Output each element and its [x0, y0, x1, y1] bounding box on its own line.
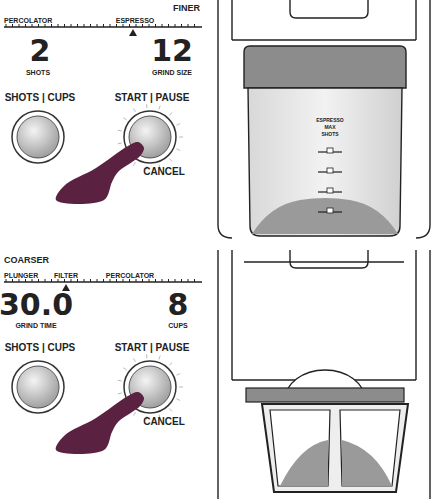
button-sublabel: CANCEL	[114, 417, 214, 427]
lcd-label: SHOTS	[321, 132, 338, 137]
lcd-label: PERCOLATOR	[4, 17, 52, 24]
lcd-digits: 12	[151, 36, 193, 66]
lcd-label: FILTER	[54, 272, 78, 279]
lcd-label: FINER	[173, 4, 200, 13]
finger	[56, 142, 144, 204]
lcd-label: PLUNGER	[4, 272, 38, 279]
grinder-body	[218, 250, 430, 499]
button: SHOTS | CUPS	[0, 93, 80, 173]
lcd-label: PERCOLATOR	[106, 272, 154, 279]
button-circle	[0, 343, 76, 423]
lcd-digits: 2	[30, 36, 51, 66]
grinds-container	[244, 46, 406, 236]
lcd-label: MAX	[324, 125, 335, 130]
lcd-label: SHOTS	[26, 69, 50, 76]
button-label: SHOTS | CUPS	[0, 93, 80, 103]
button-sublabel: CANCEL	[114, 167, 214, 177]
button: SHOTS | CUPS	[0, 343, 80, 423]
lcd-label: COARSER	[4, 256, 49, 265]
lcd-digits: 8	[168, 290, 189, 320]
button-label: START | PAUSE	[102, 93, 202, 103]
button-label: START | PAUSE	[102, 343, 202, 353]
filter-basket	[262, 404, 408, 492]
lcd-scale	[4, 24, 202, 36]
finger	[56, 392, 144, 454]
lcd-label: ESPRESSO	[116, 17, 155, 24]
button: START | PAUSECANCEL	[102, 343, 202, 433]
button-label: SHOTS | CUPS	[0, 343, 80, 353]
portafilter-holder	[246, 370, 404, 402]
lcd-label: GRIND TIME	[15, 322, 56, 329]
lcd-label: CUPS	[168, 322, 187, 329]
lcd-label: ESPRESSO	[316, 118, 344, 123]
grinder-body	[218, 0, 430, 238]
button: START | PAUSECANCEL	[102, 93, 202, 183]
lcd-digits: 30.0	[0, 290, 73, 320]
lcd-label: GRIND SIZE	[152, 69, 192, 76]
button-circle	[0, 93, 76, 173]
